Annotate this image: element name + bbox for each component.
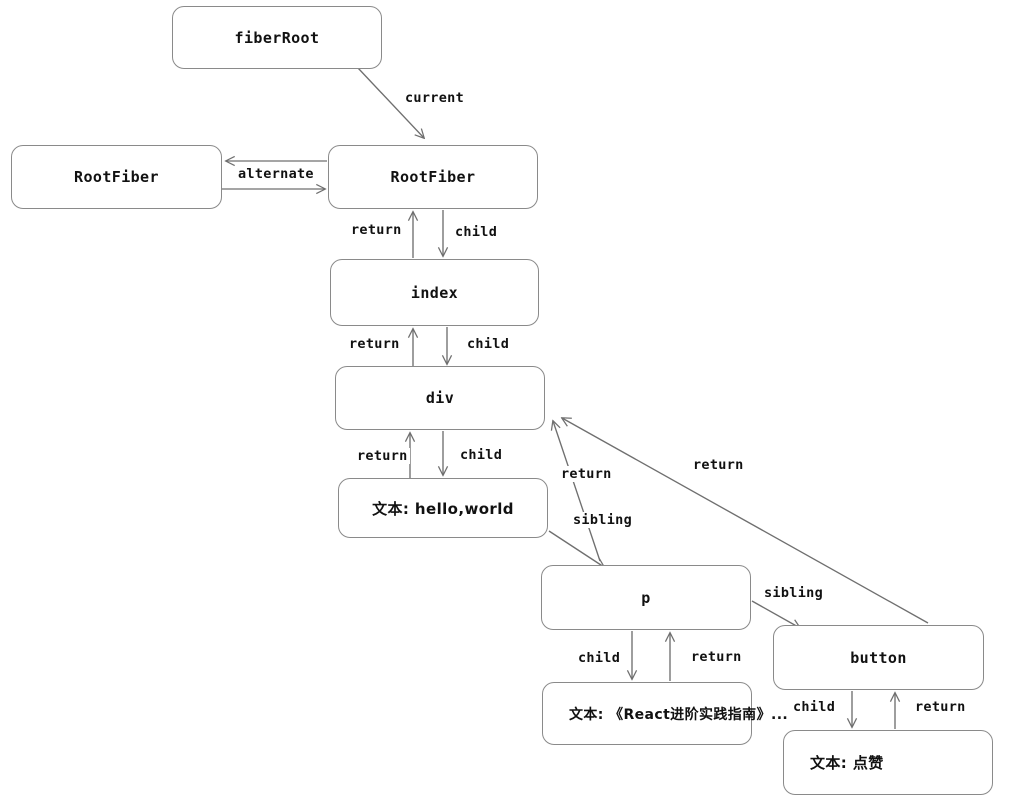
edge-label-return-textreact-p: return [689,649,744,665]
node-rootfiber-current[interactable]: RootFiber [328,145,538,209]
edge-label-child-div-text: child [458,447,505,463]
edge-label-alternate: alternate [236,166,316,182]
node-div[interactable]: div [335,366,545,430]
node-fiberroot[interactable]: fiberRoot [172,6,382,69]
edge-return-button-div [562,418,929,624]
node-button-label: button [850,648,907,667]
edge-return-p-div [553,421,601,562]
edge-label-child-button-text: child [791,699,838,715]
edge-label-current: current [403,90,466,106]
node-fiberroot-label: fiberRoot [234,28,320,47]
node-text-hello-world-label: 文本: hello,world [372,499,514,518]
edge-label-return-p-div: return [559,466,614,482]
edge-label-return-button-div: return [691,457,746,473]
node-text-dianzan[interactable]: 文本: 点赞 [783,730,993,795]
edge-label-return-div-index: return [347,336,402,352]
edge-sibling-text-p [548,530,604,567]
edge-label-child-index-div: child [465,336,512,352]
node-p-label: p [641,588,651,607]
edge-label-child-rootfiber-index: child [453,224,500,240]
edge-label-sibling-p-button: sibling [762,585,825,601]
node-index-label: index [410,283,459,302]
node-rootfiber-alternate-label: RootFiber [74,168,159,186]
edge-label-return-text-div: return [355,448,410,464]
edge-label-return-index-rootfiber: return [349,222,404,238]
node-rootfiber-alternate[interactable]: RootFiber [11,145,222,209]
edge-label-return-text-button: return [913,699,968,715]
node-index[interactable]: index [330,259,539,326]
node-text-react-guide[interactable]: 文本: 《React进阶实践指南》... [542,682,788,745]
edge-sibling-p-button [751,600,800,628]
node-div-label: div [425,389,455,407]
edge-label-child-p-textreact: child [576,650,623,666]
node-button[interactable]: button [773,625,984,690]
edge-current [357,67,424,138]
edge-label-sibling-text-p: sibling [571,512,634,528]
node-text-dianzan-label: 文本: 点赞 [810,754,884,772]
node-rootfiber-current-label: RootFiber [390,168,476,186]
node-p[interactable]: p [541,565,751,630]
node-text-hello-world[interactable]: 文本: hello,world [338,478,548,538]
